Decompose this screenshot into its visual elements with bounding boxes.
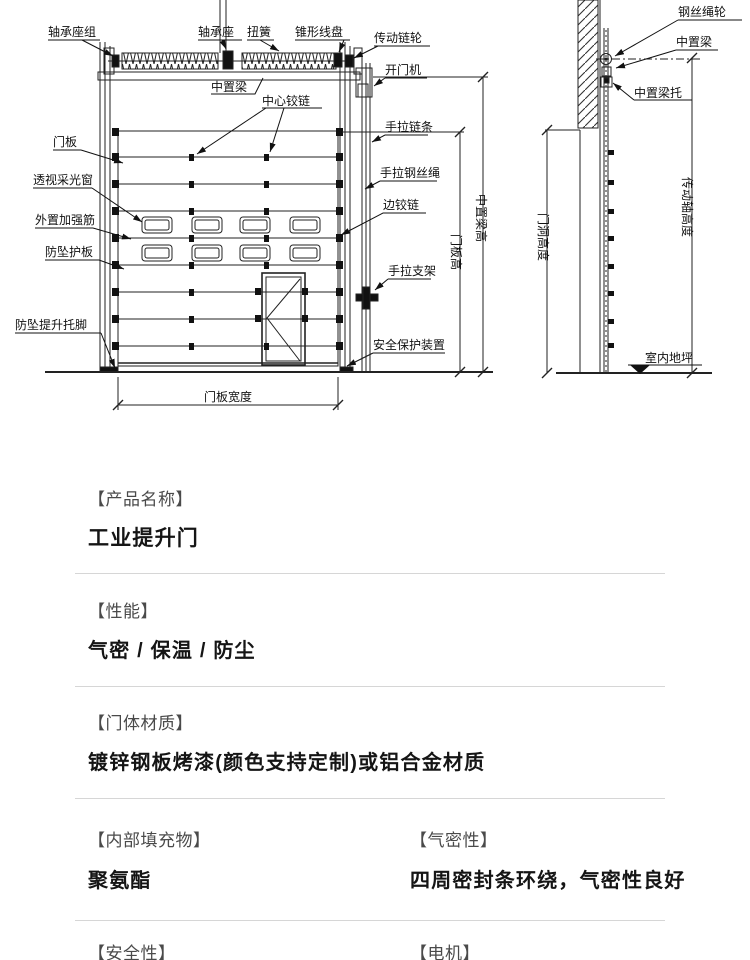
floor-level-symbol [630, 365, 650, 374]
bearing-seat-left [111, 54, 120, 68]
label-middle-beam-front: 中置梁 [211, 79, 247, 94]
front-view-leaders [15, 40, 445, 368]
side-view-dimensions [541, 52, 698, 379]
label-side-hinge: 边铰链 [383, 197, 419, 212]
section-value: 四周密封条环绕，气密性良好 [410, 870, 686, 892]
section-label: 【电机】 [410, 944, 480, 960]
label-middle-beam-side: 中置梁 [676, 34, 712, 49]
sprocket-shape [344, 54, 354, 68]
section-label: 【产品名称】 [88, 490, 193, 509]
section-value: 气密 / 保温 / 防尘 [88, 640, 256, 662]
section-label: 【性能】 [88, 602, 158, 621]
dim-door-width: 门板宽度 [204, 389, 252, 404]
side-view-labels: 钢丝绳轮 中置梁 中置梁托 室内地坪 [634, 5, 726, 365]
hand-chain-lines [361, 63, 371, 372]
side-view-leaders [613, 19, 742, 366]
center-bearing [222, 50, 234, 70]
label-torsion-spring: 扭簧 [247, 24, 271, 39]
section-filling-airtight: 【内部填充物】 聚氨酯 【气密性】 四周密封条环绕，气密性良好 [88, 830, 688, 893]
vision-windows-row2 [141, 244, 321, 262]
section-label: 【门体材质】 [88, 714, 193, 733]
section-material: 【门体材质】 镀锌钢板烤漆(颜色支持定制)或铝合金材质 [88, 713, 688, 775]
dim-opening-height: 门洞高度 [536, 213, 551, 261]
label-safety-device: 安全保护装置 [373, 337, 445, 352]
divider [75, 573, 665, 574]
label-door-panel: 门板 [53, 134, 77, 149]
section-product-name: 【产品名称】 工业提升门 [88, 489, 688, 552]
cone-drum-shape [333, 52, 343, 68]
dim-door-panel-height: 门板高 [449, 234, 464, 270]
lift-door-drawing: 门板宽度 门板高 中置梁高 轴承座组 [15, 0, 742, 411]
label-hand-wire-rope: 手拉钢丝绳 [380, 165, 440, 180]
divider [75, 686, 665, 687]
label-anti-fall-guard: 防坠护板 [45, 244, 93, 259]
label-door-opener: 开门机 [385, 62, 421, 77]
divider [75, 798, 665, 799]
label-hand-chain-bracket: 手拉支架 [388, 263, 436, 278]
label-hand-chain: 手拉链条 [385, 119, 433, 134]
dim-middle-beam-height: 中置梁高 [474, 194, 489, 242]
section-label: 【安全性】 [88, 944, 176, 960]
section-airtightness: 【气密性】 四周密封条环绕，气密性良好 [410, 830, 688, 893]
center-hinges [189, 154, 308, 350]
label-center-hinge: 中心铰链 [262, 93, 310, 108]
divider [75, 920, 665, 921]
front-view-labels: 轴承座组 轴承座 扭簧 锥形线盘 传动链轮 开门机 中置梁 中心铰链 门板 透视… [15, 24, 445, 352]
label-anti-fall-lift-foot: 防坠提升托脚 [15, 317, 87, 332]
section-value: 工业提升门 [88, 527, 199, 550]
vision-windows-row1 [141, 216, 321, 234]
label-wire-rope-wheel: 钢丝绳轮 [678, 5, 726, 19]
label-drive-sprocket: 传动链轮 [374, 30, 422, 45]
label-bearing-seat-group: 轴承座组 [48, 24, 96, 39]
technical-diagram: 门板宽度 门板高 中置梁高 轴承座组 [0, 0, 750, 432]
front-view-dimensions [112, 71, 489, 411]
section-safety: 【安全性】 [88, 943, 410, 960]
section-performance: 【性能】 气密 / 保温 / 防尘 [88, 601, 688, 663]
product-info: 【产品名称】 工业提升门 【性能】 气密 / 保温 / 防尘 【门体材质】 镀锌… [0, 432, 750, 960]
section-value: 聚氨酯 [88, 870, 152, 892]
section-filling: 【内部填充物】 聚氨酯 [88, 830, 410, 893]
label-bearing-seat: 轴承座 [198, 24, 234, 39]
section-motor: 【电机】 [410, 943, 688, 960]
section-label: 【内部填充物】 [88, 831, 211, 850]
wall-section [577, 0, 599, 129]
label-vision-window: 透视采光窗 [33, 172, 93, 187]
dim-drive-shaft-height: 传动轴高度 [680, 177, 695, 237]
middle-beam-shape [97, 71, 361, 81]
side-hinge-tabs [608, 150, 614, 348]
label-cone-drum: 锥形线盘 [295, 24, 343, 39]
label-external-rib: 外置加强筋 [35, 212, 95, 227]
section-value: 镀锌钢板烤漆(颜色支持定制)或铝合金材质 [88, 752, 486, 774]
label-middle-beam-support: 中置梁托 [634, 85, 682, 100]
section-safety-motor: 【安全性】 【电机】 [88, 943, 688, 960]
section-label: 【气密性】 [410, 831, 498, 850]
label-indoor-floor: 室内地坪 [645, 350, 693, 365]
